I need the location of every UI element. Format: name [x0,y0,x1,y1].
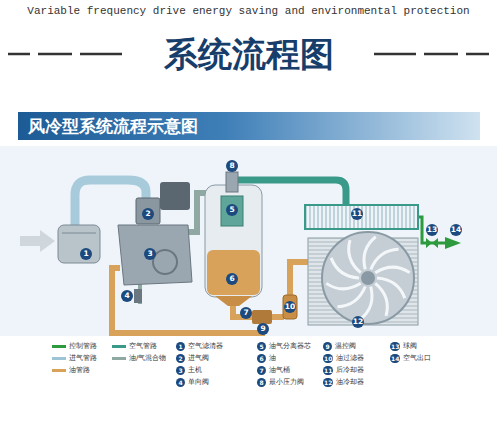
part-name: 油气桶 [269,366,290,375]
part-name: 温控阀 [335,342,356,351]
legend-text: 油/气混合物 [129,354,166,363]
illustration-part [58,225,100,263]
illustration-part [62,233,96,234]
illustration-part [445,237,461,249]
illustration-part [424,53,458,56]
section-banner: 风冷型系统流程示意图 [18,112,480,140]
part-name: 油过滤器 [336,354,364,363]
illustration-part [374,53,416,56]
illustration-part [466,53,489,56]
legend-swatch [112,357,126,360]
illustration-part [205,185,262,297]
illustration-part [375,283,387,316]
legend-swatch [52,345,66,348]
legend-swatch [52,357,66,360]
legend-swatch [112,345,126,348]
callout-number: 5 [257,342,266,351]
illustration-part [118,225,192,285]
callout-number: 1 [176,342,185,351]
callout-number: 8 [226,160,238,172]
illustration-part [418,217,445,243]
callout-number: 14 [390,354,400,363]
illustration-part [207,250,260,295]
illustration-part [134,289,142,303]
illustration-part [322,232,414,324]
part-name: 后冷却器 [336,366,364,375]
illustration-part [160,182,190,210]
illustration-part [226,172,238,192]
illustration-part [326,237,409,320]
illustration-part [270,314,284,320]
callout-number: 10 [323,354,333,363]
legend-text: 进气管路 [69,354,97,363]
part-name: 油气分离器芯 [269,342,311,351]
illustration-part [75,180,146,226]
callout-number: 4 [176,378,185,387]
callout-number: 2 [176,354,185,363]
illustration-part [20,230,55,252]
illustration-part [221,196,243,226]
main-title: 系统流程图 [164,33,334,75]
part-name: 进气阀 [188,354,209,363]
callout-number: 3 [144,248,156,260]
callout-number: 7 [257,366,266,375]
part-name: 空气滤清器 [188,342,223,351]
illustration-part [349,240,361,273]
banner-text: 风冷型系统流程示意图 [18,112,198,140]
part-name: 球阀 [403,342,417,351]
illustration-part [136,198,160,224]
illustration-part [283,295,297,319]
callout-number: 6 [226,273,238,285]
part-name: 单向阀 [188,378,209,387]
callout-number: 7 [240,307,252,319]
illustration-part [361,271,375,285]
part-name: 油 [269,354,276,363]
illustration-part [0,146,497,336]
illustration-part [80,53,122,56]
part-name: 油冷却器 [336,378,364,387]
illustration-part [38,53,72,56]
illustration-part [153,250,177,274]
illustration-part [290,262,309,296]
callout-number: 1 [80,248,92,260]
illustration-part [426,238,438,248]
part-name: 最小压力阀 [269,378,304,387]
legend-swatch [52,369,66,372]
illustration-part [305,205,418,229]
illustration-part [8,53,30,56]
legend-text: 空气管路 [129,342,157,351]
callout-number: 2 [142,208,154,220]
legend-text: 控制管路 [69,342,97,351]
illustration-part [326,283,360,289]
callout-number: 4 [121,290,133,302]
callout-number: 11 [323,366,333,375]
callout-number: 13 [390,342,400,351]
callout-number: 9 [323,342,332,351]
callout-number: 3 [176,366,185,375]
illustration-part [375,267,409,273]
part-name: 空气出口 [403,354,431,363]
subtitle: Variable frequency drive energy saving a… [27,4,469,18]
part-name: 主机 [188,366,202,375]
legend-text: 油管路 [69,366,90,375]
callout-number: 5 [226,204,238,216]
callout-number: 6 [257,354,266,363]
callout-number: 9 [257,323,269,335]
callout-number: 8 [257,378,266,387]
callout-number: 12 [323,378,333,387]
illustration-part [215,296,252,306]
illustration-part [252,310,272,324]
